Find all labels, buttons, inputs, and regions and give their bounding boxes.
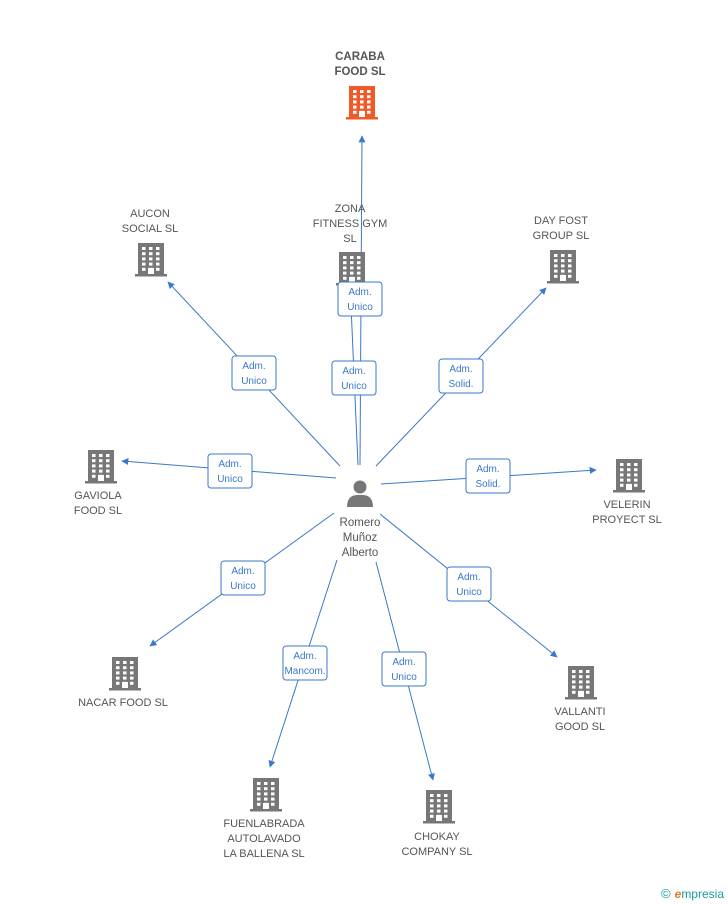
chokay-building-icon (423, 790, 455, 824)
relation-zona[interactable]: Adm. Unico (337, 281, 383, 317)
svg-text:Unico: Unico (217, 474, 243, 485)
svg-text:Unico: Unico (456, 587, 482, 598)
svg-text:Unico: Unico (341, 381, 367, 392)
zona-building-icon (336, 252, 368, 286)
relation-chokay[interactable]: Adm. Unico (381, 651, 427, 687)
main-company-building-icon (346, 86, 378, 120)
svg-text:Solid.: Solid. (475, 479, 500, 490)
person-icon (347, 480, 373, 507)
svg-text:Solid.: Solid. (448, 379, 473, 390)
edges-layer (121, 135, 597, 781)
svg-text:Adm.: Adm. (242, 361, 265, 372)
svg-text:Adm.: Adm. (342, 366, 365, 377)
svg-text:Adm.: Adm. (476, 464, 499, 475)
svg-text:Adm.: Adm. (231, 566, 254, 577)
relation-gaviola[interactable]: Adm. Unico (207, 453, 253, 489)
dayfost-building-icon (547, 250, 579, 284)
relation-nacar[interactable]: Adm. Unico (220, 560, 266, 596)
svg-text:Adm.: Adm. (348, 287, 371, 298)
svg-text:Unico: Unico (347, 302, 373, 313)
aucon-building-icon (135, 243, 167, 277)
copyright-symbol: © (661, 886, 671, 901)
brand-name: mpresia (681, 887, 724, 901)
svg-text:Adm.: Adm. (293, 651, 316, 662)
nacar-building-icon (109, 657, 141, 691)
svg-text:Adm.: Adm. (449, 364, 472, 375)
svg-text:Adm.: Adm. (218, 459, 241, 470)
relation-main-company[interactable]: Adm. Unico (331, 360, 377, 396)
brand-watermark: ©empresia (661, 886, 724, 901)
relation-fuenlabrada[interactable]: Adm. Mancom. (282, 645, 328, 681)
relation-dayfost[interactable]: Adm. Solid. (438, 358, 484, 394)
gaviola-building-icon (85, 450, 117, 484)
svg-text:Unico: Unico (241, 376, 267, 387)
svg-text:Mancom.: Mancom. (284, 666, 325, 677)
velerin-building-icon (613, 459, 645, 493)
relation-vallanti[interactable]: Adm. Unico (446, 566, 492, 602)
svg-text:Unico: Unico (391, 672, 417, 683)
vallanti-building-icon (565, 666, 597, 700)
svg-text:Adm.: Adm. (392, 657, 415, 668)
brand-initial: e (674, 887, 682, 901)
relations-layer: Adm.UnicoAdm.UnicoAdm.UnicoAdm.Solid.Adm… (207, 281, 511, 687)
nacar-label: NACAR FOOD SL (78, 697, 168, 709)
svg-text:Adm.: Adm. (457, 572, 480, 583)
relation-aucon[interactable]: Adm. Unico (231, 355, 277, 391)
relation-velerin[interactable]: Adm. Solid. (465, 458, 511, 494)
fuenlabrada-building-icon (250, 778, 282, 812)
svg-text:Unico: Unico (230, 581, 256, 592)
